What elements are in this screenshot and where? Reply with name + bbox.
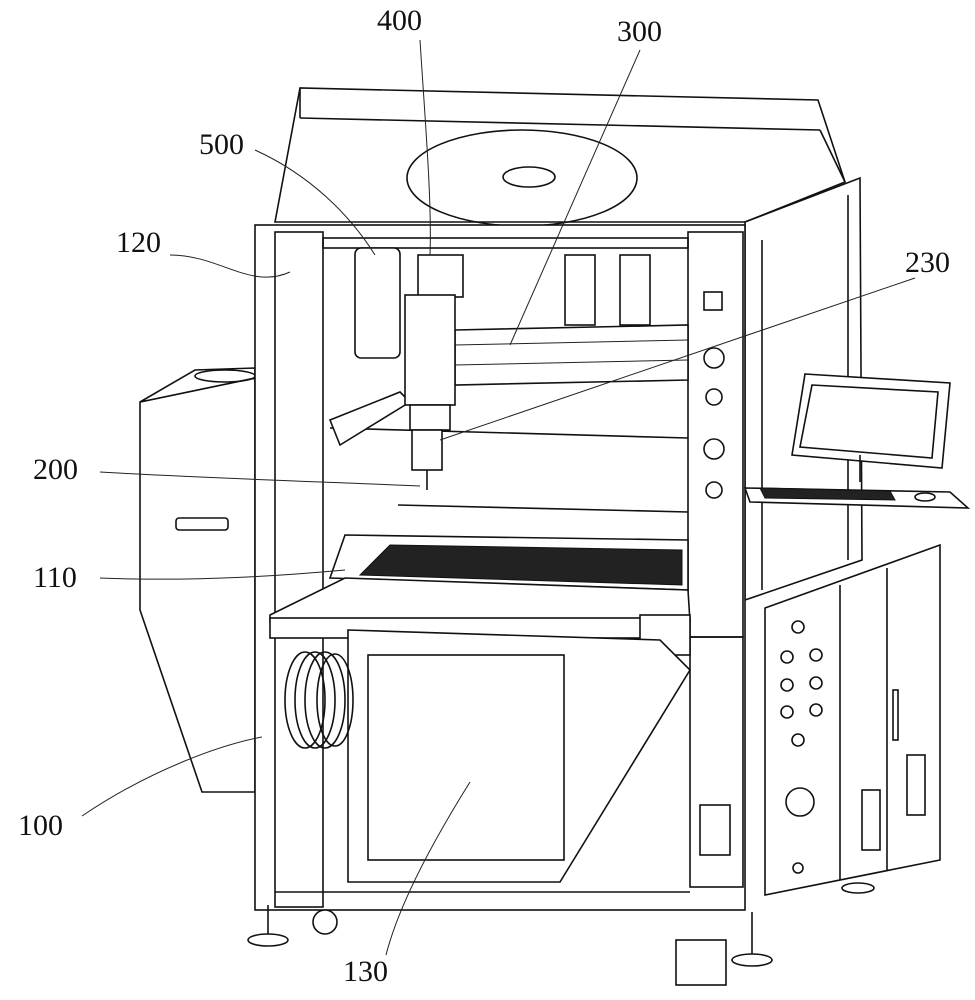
top-hood bbox=[275, 88, 845, 226]
control-cabinet bbox=[765, 545, 940, 895]
ref-label-200: 200 bbox=[33, 455, 78, 485]
ref-label-100: 100 bbox=[18, 811, 63, 841]
ref-label-400: 400 bbox=[377, 6, 422, 36]
ref-label-230: 230 bbox=[905, 248, 950, 278]
ref-label-110: 110 bbox=[33, 563, 77, 593]
bin-handle bbox=[176, 518, 228, 530]
ref-label-300: 300 bbox=[617, 17, 662, 47]
waste-bin bbox=[140, 368, 255, 792]
ref-label-120: 120 bbox=[116, 228, 161, 258]
main-frame bbox=[255, 225, 745, 910]
ref-label-130: 130 bbox=[343, 957, 388, 987]
ref-label-500: 500 bbox=[199, 130, 244, 160]
